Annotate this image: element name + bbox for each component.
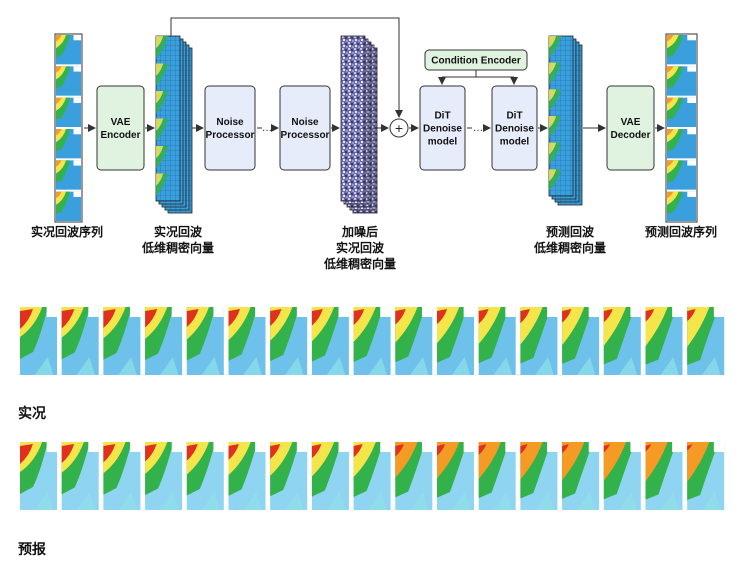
node-label: Denoise bbox=[495, 124, 534, 135]
plus-sign: + bbox=[394, 122, 403, 135]
radar-frame bbox=[20, 307, 57, 375]
radar-frame bbox=[645, 442, 683, 510]
caption-noised-latent: 加噪后 bbox=[341, 224, 378, 239]
pipeline-diagram: …… VAEEncoderNoiseProcessorNoiseProcesso… bbox=[31, 17, 717, 271]
radar-frame bbox=[270, 307, 308, 375]
radar-frame bbox=[186, 442, 224, 510]
observed-label: 实况 bbox=[18, 406, 46, 422]
radar-frame bbox=[311, 442, 349, 510]
node-label: Encoder bbox=[100, 130, 140, 141]
radar-frame bbox=[478, 442, 516, 510]
sequence-frame bbox=[667, 191, 696, 221]
node-label: VAE bbox=[111, 117, 131, 128]
frames-svg bbox=[20, 307, 725, 375]
node-label: Processor bbox=[206, 130, 255, 141]
radar-frame bbox=[353, 307, 391, 375]
dit-denoise-1-box: DiT Denoise model bbox=[419, 85, 466, 171]
radar-frame bbox=[437, 442, 474, 510]
radar-frame bbox=[687, 442, 725, 510]
radar-frame bbox=[395, 307, 433, 375]
node-label: VAE bbox=[621, 117, 641, 128]
noise-layer bbox=[340, 35, 366, 202]
caption-predicted-latent: 低维稠密向量 bbox=[533, 240, 606, 255]
sequence-frame bbox=[667, 66, 696, 96]
ellipsis-dit: … bbox=[473, 123, 483, 134]
skip-connection-arrow bbox=[170, 17, 403, 118]
radar-frame bbox=[520, 442, 558, 510]
sequence-frame bbox=[667, 97, 696, 127]
radar-frame bbox=[145, 442, 183, 510]
node-label: DiT bbox=[434, 111, 450, 122]
radar-frame bbox=[61, 307, 99, 375]
radar-frame bbox=[645, 307, 683, 375]
radar-frame bbox=[353, 442, 391, 510]
radar-frame bbox=[437, 307, 474, 375]
ellipsis-np: … bbox=[262, 123, 272, 134]
caption-output-sequence: 预测回波序列 bbox=[645, 224, 717, 239]
input-sequence bbox=[54, 33, 83, 223]
sequence-frame bbox=[56, 97, 81, 127]
caption-noised-latent: 低维稠密向量 bbox=[323, 256, 396, 271]
noised-latent-stack bbox=[340, 35, 378, 214]
node-label: Processor bbox=[281, 130, 330, 141]
caption-input-sequence: 实况回波序列 bbox=[31, 224, 103, 239]
vae-encoder-box: VAE Encoder bbox=[96, 85, 145, 171]
radar-frame bbox=[395, 442, 433, 510]
radar-frame bbox=[603, 442, 641, 510]
node-label: Decoder bbox=[610, 130, 650, 141]
sequence-frame bbox=[667, 35, 696, 65]
radar-frame bbox=[478, 307, 516, 375]
caption-noised-latent: 实况回波 bbox=[336, 240, 385, 255]
radar-frame bbox=[228, 442, 266, 510]
observed-frames-row bbox=[20, 307, 730, 377]
sequence-frame bbox=[56, 35, 81, 65]
forecast-label: 预报 bbox=[18, 542, 46, 558]
sequence-frame bbox=[56, 191, 81, 221]
node-label: model bbox=[500, 137, 530, 148]
vae-decoder-box: VAE Decoder bbox=[606, 85, 655, 171]
dit-denoise-2-box: DiT Denoise model bbox=[491, 85, 538, 171]
radar-frame bbox=[103, 442, 141, 510]
node-label: Condition Encoder bbox=[431, 56, 521, 67]
sequence-frame bbox=[667, 160, 696, 190]
node-label: model bbox=[428, 137, 458, 148]
sequence-frame bbox=[56, 129, 81, 159]
node-label: Denoise bbox=[423, 124, 462, 135]
radar-frame bbox=[520, 307, 558, 375]
caption-real-latent: 实况回波 bbox=[154, 224, 203, 239]
condition-encoder-box: Condition Encoder bbox=[424, 49, 528, 71]
output-sequence bbox=[665, 33, 698, 223]
node-label: Noise bbox=[291, 117, 319, 128]
radar-frame bbox=[687, 307, 725, 375]
frames-svg bbox=[20, 442, 725, 510]
caption-real-latent: 低维稠密向量 bbox=[141, 240, 214, 255]
radar-frame bbox=[228, 307, 266, 375]
sequence-frame bbox=[667, 129, 696, 159]
radar-frame bbox=[20, 442, 57, 510]
radar-frame bbox=[145, 307, 183, 375]
radar-frame bbox=[61, 442, 99, 510]
radar-frame bbox=[562, 442, 600, 510]
sequence-frame bbox=[56, 66, 81, 96]
radar-frame bbox=[186, 307, 224, 375]
add-operator: + bbox=[389, 118, 409, 138]
radar-frame bbox=[562, 307, 600, 375]
radar-frame bbox=[270, 442, 308, 510]
radar-frame bbox=[311, 307, 349, 375]
sequence-frame bbox=[56, 160, 81, 190]
radar-frame bbox=[103, 307, 141, 375]
node-label: DiT bbox=[506, 111, 522, 122]
node-label: Noise bbox=[216, 117, 244, 128]
radar-frame bbox=[603, 307, 641, 375]
caption-predicted-latent: 预测回波 bbox=[546, 224, 595, 239]
predicted-latent-stack bbox=[548, 35, 583, 206]
forecast-frames-row bbox=[20, 442, 730, 512]
real-latent-stack bbox=[155, 35, 193, 214]
